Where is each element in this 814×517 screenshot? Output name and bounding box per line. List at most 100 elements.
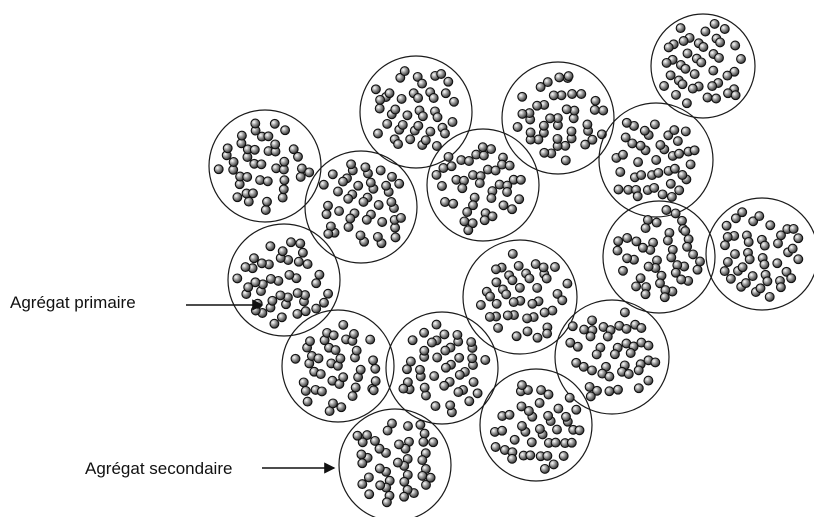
particle xyxy=(760,241,769,250)
particle xyxy=(233,274,242,283)
particle xyxy=(487,194,496,203)
particle xyxy=(324,289,333,298)
particle xyxy=(268,296,277,305)
particle xyxy=(439,164,448,173)
particle xyxy=(420,328,429,337)
particle xyxy=(678,171,687,180)
particle xyxy=(316,370,325,379)
primary-aggregate xyxy=(360,56,472,168)
particle xyxy=(418,79,427,88)
particle xyxy=(473,389,482,398)
particle xyxy=(624,370,633,379)
particle xyxy=(361,163,370,172)
particle xyxy=(359,198,368,207)
primary-aggregate xyxy=(706,198,814,310)
particle xyxy=(278,247,287,256)
primary-aggregate xyxy=(480,369,592,481)
particle xyxy=(398,121,407,130)
particle xyxy=(634,384,643,393)
particle xyxy=(789,225,798,234)
particle xyxy=(535,399,544,408)
particle xyxy=(656,141,665,150)
particle xyxy=(229,158,238,167)
particle xyxy=(460,217,469,226)
particle xyxy=(365,473,374,482)
particle xyxy=(742,279,751,288)
particle xyxy=(622,118,631,127)
particle xyxy=(727,274,736,283)
particle xyxy=(731,250,740,259)
particle xyxy=(481,356,490,365)
particle xyxy=(339,321,348,330)
particle xyxy=(526,451,535,460)
particle xyxy=(241,263,250,272)
particle xyxy=(270,119,279,128)
particle xyxy=(465,157,474,166)
particle xyxy=(540,308,549,317)
particle xyxy=(670,126,679,135)
particle xyxy=(621,308,630,317)
particle xyxy=(431,402,440,411)
particle xyxy=(703,93,712,102)
particle xyxy=(350,330,359,339)
particle xyxy=(416,420,425,429)
particle xyxy=(253,299,262,308)
particle xyxy=(251,119,260,128)
particle xyxy=(271,140,280,149)
particle xyxy=(636,141,645,150)
particle xyxy=(315,270,324,279)
particle xyxy=(418,472,427,481)
particle xyxy=(347,160,356,169)
particle xyxy=(634,158,643,167)
particle xyxy=(514,262,523,271)
primary-aggregate xyxy=(651,14,755,118)
particle xyxy=(299,248,308,257)
particle xyxy=(420,383,429,392)
particle xyxy=(720,267,729,276)
particle xyxy=(731,41,740,50)
particle xyxy=(458,184,467,193)
particle xyxy=(554,404,563,413)
primary-aggregate xyxy=(305,151,417,263)
particle xyxy=(407,357,416,366)
particle xyxy=(383,120,392,129)
particle xyxy=(675,149,684,158)
particle xyxy=(303,260,312,269)
particle xyxy=(385,89,394,98)
particle xyxy=(710,20,719,29)
particle xyxy=(674,137,683,146)
particle xyxy=(518,92,527,101)
particle xyxy=(467,338,476,347)
particle xyxy=(263,177,272,186)
particle xyxy=(533,333,542,342)
particle xyxy=(353,431,362,440)
particle xyxy=(383,498,392,507)
particle xyxy=(421,136,430,145)
particle xyxy=(573,342,582,351)
particle xyxy=(588,366,597,375)
particle xyxy=(383,426,392,435)
particle xyxy=(455,353,464,362)
particle xyxy=(329,399,338,408)
particle xyxy=(278,193,287,202)
particle xyxy=(433,353,442,362)
particle xyxy=(518,381,527,390)
particle xyxy=(404,422,413,431)
particle xyxy=(388,172,397,181)
particle xyxy=(440,330,449,339)
particle xyxy=(296,173,305,182)
particle xyxy=(336,354,345,363)
particle xyxy=(376,166,385,175)
particle xyxy=(516,283,525,292)
particle xyxy=(440,381,449,390)
particle xyxy=(291,354,300,363)
particle xyxy=(486,313,495,322)
primary-aggregate xyxy=(386,312,498,424)
particle xyxy=(438,182,447,191)
particle xyxy=(662,206,671,215)
particle xyxy=(447,162,456,171)
particle xyxy=(639,243,648,252)
particle xyxy=(492,278,501,287)
particle xyxy=(419,438,428,447)
particle xyxy=(358,480,367,489)
